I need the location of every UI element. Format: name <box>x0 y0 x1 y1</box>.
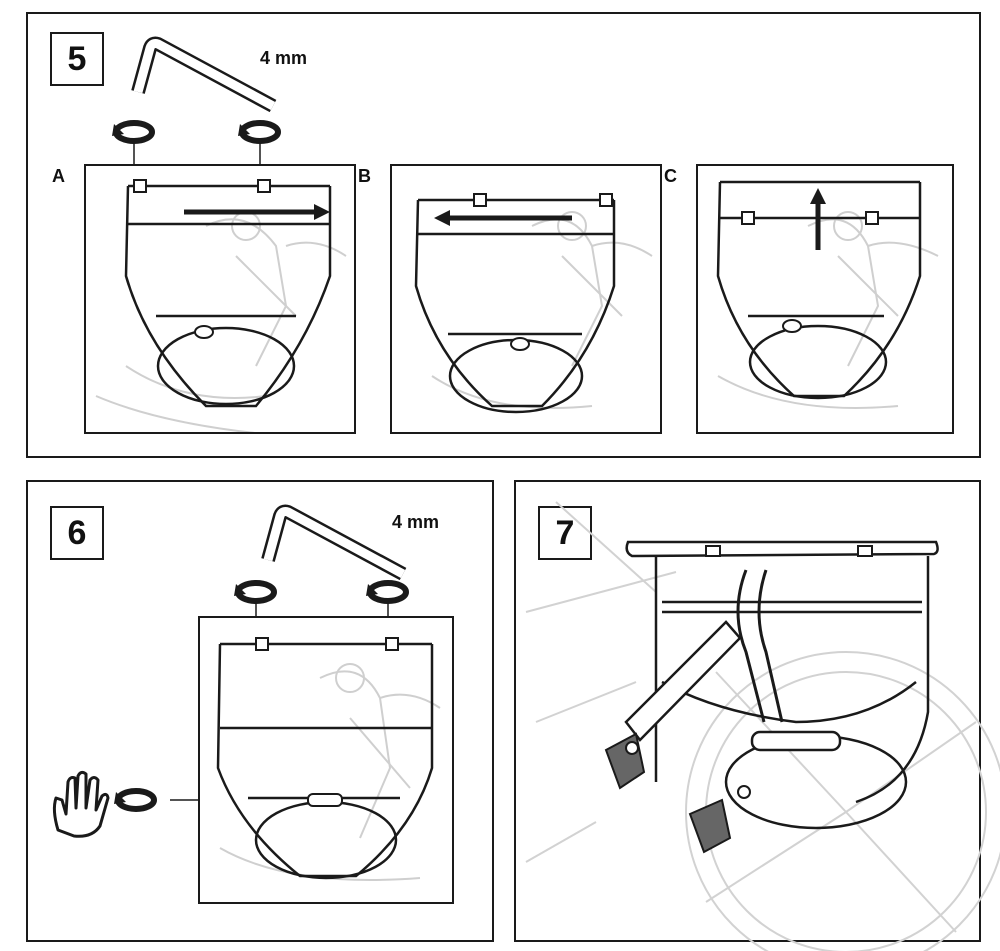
sub-step-label-b: B <box>358 166 371 186</box>
step-6-panel: 6 4 mm <box>26 480 494 942</box>
hand-icon <box>52 770 110 838</box>
sub-step-b-illustration <box>390 164 662 434</box>
step-6-illustration <box>198 616 454 904</box>
step-5-number: 5 <box>50 32 104 86</box>
tool-size-label: 4 mm <box>392 512 440 532</box>
sub-step-label-a: A <box>52 166 65 186</box>
allen-key-icon <box>131 36 277 113</box>
step-7-illustration <box>525 501 1000 951</box>
allen-key-icon <box>261 504 407 581</box>
rotate-arrow-icon <box>234 580 277 636</box>
sub-step-a-illustration <box>84 164 356 434</box>
tool-size-label: 4 mm <box>260 48 308 68</box>
sub-step-c-illustration <box>696 164 954 434</box>
step-7-number: 7 <box>538 506 592 560</box>
rotate-arrow-icon <box>238 120 281 176</box>
step-5-panel: 5 4 mm A B C <box>26 12 981 458</box>
step-6-number: 6 <box>50 506 104 560</box>
sub-step-label-c: C <box>664 166 677 186</box>
step-7-panel: 7 <box>514 480 1000 951</box>
